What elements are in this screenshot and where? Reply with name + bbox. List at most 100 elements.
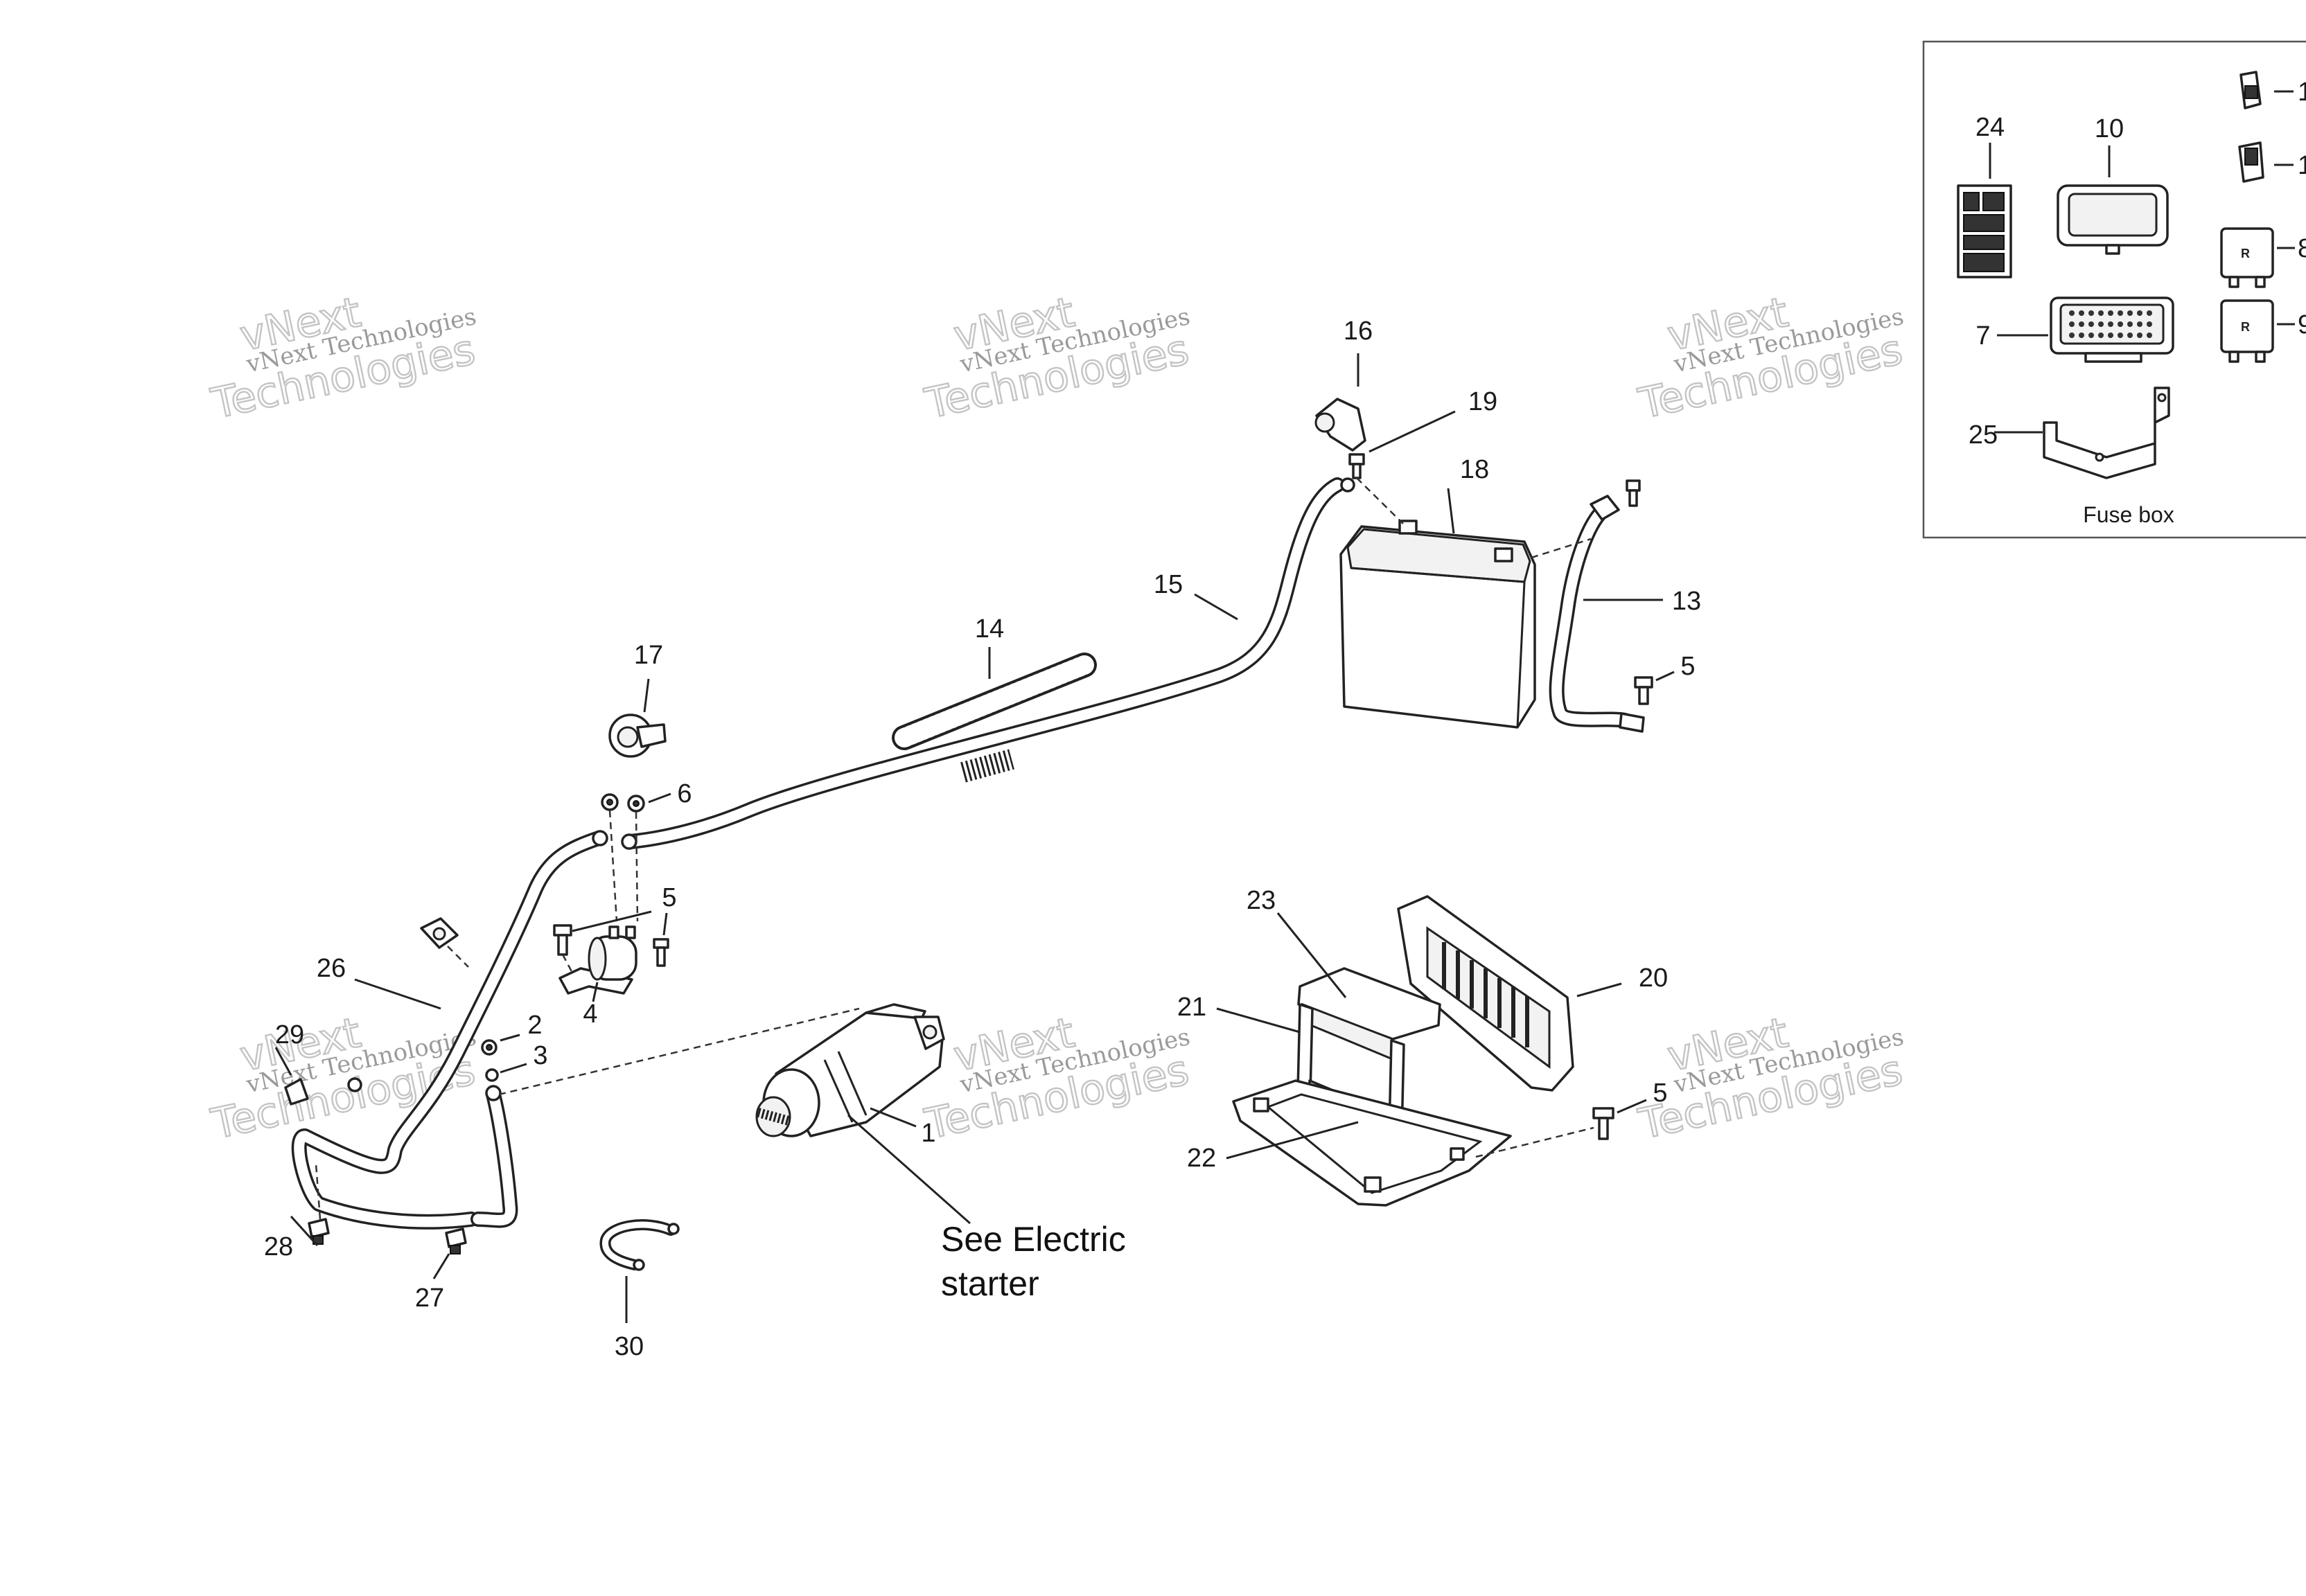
- bolt-head: [653, 938, 669, 949]
- washer-3: [485, 1068, 499, 1082]
- label-19: 19: [1468, 387, 1497, 416]
- dashed-link: [1475, 1126, 1594, 1158]
- leader-18: [1447, 488, 1455, 534]
- bolt-shank: [1628, 489, 1638, 507]
- starter-solenoid: [558, 925, 637, 995]
- fuse-label-sheet: [1957, 184, 2012, 278]
- dashed-link: [447, 946, 469, 968]
- label-5-battery: 5: [1680, 652, 1695, 681]
- leader-1: [870, 1107, 917, 1128]
- watermark-5: vNext vNext Technologies Technologies: [920, 1008, 1194, 1150]
- nuts-6: [601, 793, 645, 813]
- watermark-group: vNext vNext Technologies Technologies vN…: [206, 287, 1908, 1150]
- starter-cable: [291, 830, 608, 1230]
- label-14: 14: [975, 614, 1004, 644]
- leader-19: [1368, 410, 1456, 453]
- battery-terminal-positive: [1398, 520, 1418, 535]
- fuse-box-inset: 24 10 7 25 Fuse b: [1922, 40, 2306, 539]
- leader-23: [1276, 912, 1347, 998]
- label-5-solenoid: 5: [662, 883, 676, 912]
- negative-cable: [1549, 479, 1645, 733]
- solenoid-cap-17-opening: [617, 726, 639, 748]
- dashed-link: [608, 810, 618, 922]
- battery-bolt-5: [1634, 676, 1653, 705]
- tray-tab: [1253, 1097, 1269, 1112]
- leader-6: [648, 792, 671, 804]
- fuse-box-cover: [2057, 184, 2169, 255]
- battery-strap-body: [1297, 967, 1441, 1040]
- clamp-body: [284, 1078, 309, 1106]
- leader-22: [1226, 1121, 1359, 1160]
- label-4: 4: [583, 1000, 597, 1029]
- positive-cable-outer: [623, 477, 1345, 849]
- leader-2: [500, 1034, 520, 1042]
- leader-5-solenoid: [572, 910, 652, 932]
- leader-15: [1194, 593, 1238, 621]
- starter-seam: [837, 1051, 868, 1116]
- fuse-box-block: [2050, 296, 2174, 363]
- leader-27: [432, 1253, 450, 1279]
- fuse-label-cell: [1963, 214, 2005, 232]
- label-23: 23: [1247, 886, 1276, 915]
- bracket-hole: [2095, 452, 2104, 462]
- leader-21: [1216, 1007, 1301, 1034]
- cable-clamp-29: [284, 1077, 362, 1106]
- watermark-1: vNext vNext Technologies Technologies: [206, 287, 480, 429]
- label-2: 2: [527, 1011, 542, 1040]
- label-29: 29: [275, 1020, 304, 1049]
- nut-hole: [606, 799, 613, 806]
- label-mini-fuse-2: 1: [2298, 151, 2306, 180]
- leader-5-battery: [1655, 671, 1675, 682]
- convoluted-tube: [892, 653, 1097, 750]
- solenoid-cap-17: [608, 713, 667, 758]
- fuse-box-bracket: [2043, 387, 2170, 479]
- label-1: 1: [921, 1119, 935, 1148]
- label-30: 30: [615, 1332, 644, 1361]
- leader-29: [274, 1047, 292, 1076]
- relay-8: R: [2220, 227, 2274, 288]
- solenoid-cap-17-spout: [636, 723, 667, 748]
- fuse-label-cell: [1963, 192, 1980, 211]
- see-electric-starter-line2: starter: [941, 1264, 1039, 1303]
- fuse-box-block-base: [2084, 352, 2142, 363]
- starter-solenoid-top: [865, 1003, 926, 1020]
- grommet-hole: [432, 927, 446, 941]
- solenoid-post: [608, 925, 619, 939]
- bolt-shank: [1598, 1117, 1609, 1140]
- label-28: 28: [264, 1232, 293, 1261]
- bolt-head: [1348, 453, 1365, 466]
- label-24: 24: [1975, 113, 2005, 142]
- watermark-2: vNext vNext Technologies Technologies: [920, 287, 1194, 429]
- mini-fuse-2: [2238, 141, 2264, 183]
- leader-5-tray: [1617, 1099, 1647, 1114]
- label-20: 20: [1639, 964, 1668, 993]
- terminal-cap-16-end: [1314, 412, 1335, 433]
- positive-cable: [621, 477, 1355, 850]
- jumper-cable-30: [599, 1219, 680, 1271]
- terminal-bolt-19: [1348, 453, 1365, 479]
- battery-edge: [1516, 581, 1526, 728]
- label-9: 9: [2298, 310, 2306, 339]
- clamp-nut: [347, 1077, 362, 1092]
- starter-mount-hole: [922, 1025, 938, 1040]
- fuse-box-caption: Fuse box: [2083, 502, 2174, 527]
- leader-28: [290, 1215, 319, 1247]
- leader-see-starter: [847, 1114, 971, 1225]
- cable-ring-terminal: [621, 833, 637, 850]
- starter-gear-teeth: [757, 1108, 790, 1126]
- screw-collar: [450, 1245, 461, 1254]
- tray-tab: [1450, 1147, 1465, 1161]
- label-22: 22: [1187, 1144, 1216, 1173]
- negative-cable-inner: [1551, 506, 1630, 726]
- starter-cable-branch-inner: [473, 1089, 516, 1226]
- fuse-label-cell: [1963, 253, 2005, 272]
- solenoid-face: [588, 937, 607, 981]
- battery: [1339, 520, 1536, 729]
- see-electric-starter-line1: See Electric: [941, 1220, 1126, 1259]
- bolt-shank: [1352, 463, 1362, 479]
- label-27: 27: [415, 1284, 444, 1313]
- bolt-head: [1626, 479, 1641, 492]
- label-15: 15: [1154, 570, 1183, 599]
- battery-tray: [1232, 1079, 1512, 1207]
